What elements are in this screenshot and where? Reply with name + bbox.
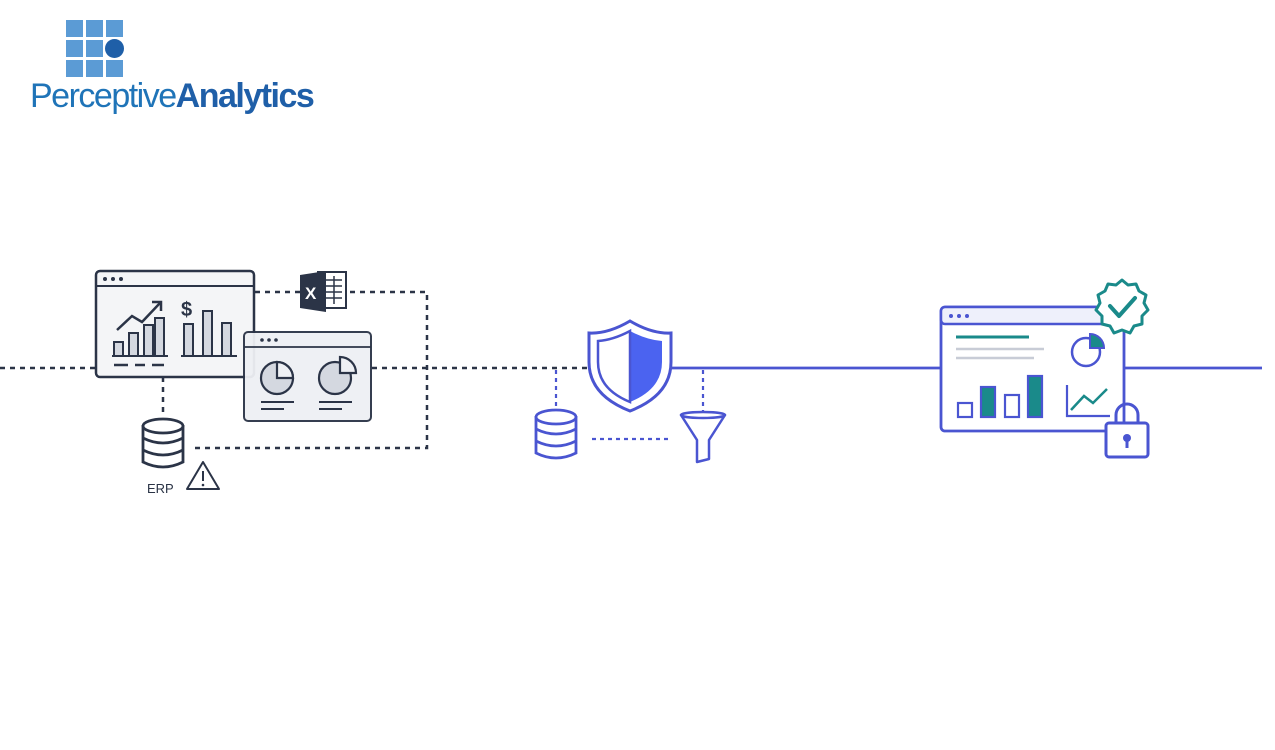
erp-database-icon <box>141 417 185 469</box>
security-shield-icon <box>587 319 673 413</box>
erp-label: ERP <box>147 481 174 496</box>
brand-name: PerceptiveAnalytics <box>30 76 315 116</box>
logo-grid-icon <box>66 20 124 77</box>
governed-dashboard-window-icon <box>939 305 1126 433</box>
clean-database-icon <box>534 408 578 460</box>
excel-file-icon: X <box>300 271 347 312</box>
legacy-connectors <box>0 290 590 450</box>
pie-report-window-icon <box>243 331 372 422</box>
governance-connectors <box>554 370 705 441</box>
lock-icon <box>1104 402 1150 459</box>
warning-icon <box>186 461 220 490</box>
svg-text:X: X <box>305 284 317 303</box>
dollar-icon: $ <box>181 299 237 357</box>
trend-arrow-icon <box>116 300 163 331</box>
filter-funnel-icon <box>679 410 727 464</box>
brand-name-light: Perceptive <box>30 77 177 115</box>
legacy-dashboard-window-icon <box>94 269 256 379</box>
brand-name-bold: Analytics <box>175 77 315 115</box>
brand-logo: PerceptiveAnalytics <box>30 20 330 120</box>
verified-badge-icon <box>1094 278 1150 335</box>
svg-text:$: $ <box>181 299 192 321</box>
